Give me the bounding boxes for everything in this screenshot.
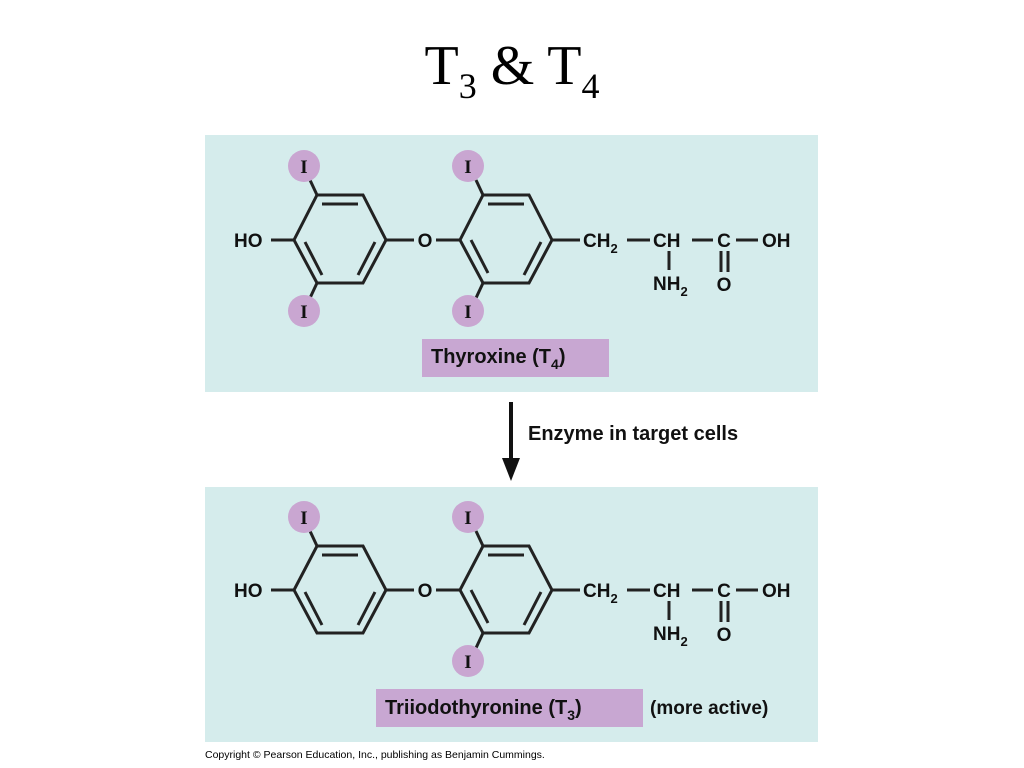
- t3-hydroxyl: HO: [234, 581, 263, 602]
- title-t-second: T: [547, 35, 582, 97]
- t3-amino-group: NH2: [653, 624, 688, 649]
- t4-iodine-bottom-left: I: [300, 302, 307, 323]
- title-subscript-4: 4: [581, 66, 600, 106]
- title-subscript-3: 3: [458, 66, 477, 106]
- t3-bonds: [271, 530, 758, 649]
- page-title: T3 & T4: [0, 38, 1024, 104]
- triiodothyronine-label-box: [376, 689, 643, 727]
- thyroxine-label-box: [422, 339, 609, 377]
- t3-iodine-bottom-right: I: [464, 652, 471, 673]
- t3-carboxyl-carbon: C: [717, 581, 731, 602]
- thyroxine-label: Thyroxine (T4): [431, 346, 565, 372]
- title-ampersand: &: [476, 35, 548, 97]
- t3-carbonyl-oxygen: O: [717, 625, 732, 646]
- enzyme-label: Enzyme in target cells: [528, 423, 738, 445]
- t4-ch2: CH2: [583, 231, 618, 256]
- t4-alpha-ch: CH: [653, 231, 680, 252]
- t4-hydroxyl: HO: [234, 231, 263, 252]
- thyroxine-panel: I I I I HO O CH2 CH C OH NH2 O Thyroxine…: [205, 135, 818, 392]
- t3-iodine-top-right: I: [464, 508, 471, 529]
- t4-iodine-top-left: I: [300, 157, 307, 178]
- t4-bonds: [271, 179, 758, 299]
- t4-carboxyl-carbon: C: [717, 231, 731, 252]
- copyright-footer: Copyright © Pearson Education, Inc., pub…: [205, 749, 545, 761]
- triiodothyronine-panel: I I I HO O CH2 CH C OH NH2 O Triiodothyr…: [205, 487, 818, 742]
- t3-carboxyl-oh: OH: [762, 581, 791, 602]
- t4-iodine-top-right: I: [464, 157, 471, 178]
- t3-alpha-ch: CH: [653, 581, 680, 602]
- t3-ch2: CH2: [583, 581, 618, 606]
- more-active-note: (more active): [650, 698, 768, 719]
- triiodothyronine-label: Triiodothyronine (T3): [385, 697, 582, 723]
- t4-iodine-atoms: I I I I: [288, 150, 484, 327]
- t4-carbonyl-oxygen: O: [717, 275, 732, 296]
- t3-iodine-atoms: I I I: [288, 501, 484, 677]
- t4-carboxyl-oh: OH: [762, 231, 791, 252]
- title-t-first: T: [424, 35, 459, 97]
- conversion-arrow: [502, 402, 520, 481]
- t3-ether-oxygen: O: [418, 581, 433, 602]
- t4-iodine-bottom-right: I: [464, 302, 471, 323]
- t4-amino-group: NH2: [653, 274, 688, 299]
- t4-ether-oxygen: O: [418, 231, 433, 252]
- t3-iodine-top-left: I: [300, 508, 307, 529]
